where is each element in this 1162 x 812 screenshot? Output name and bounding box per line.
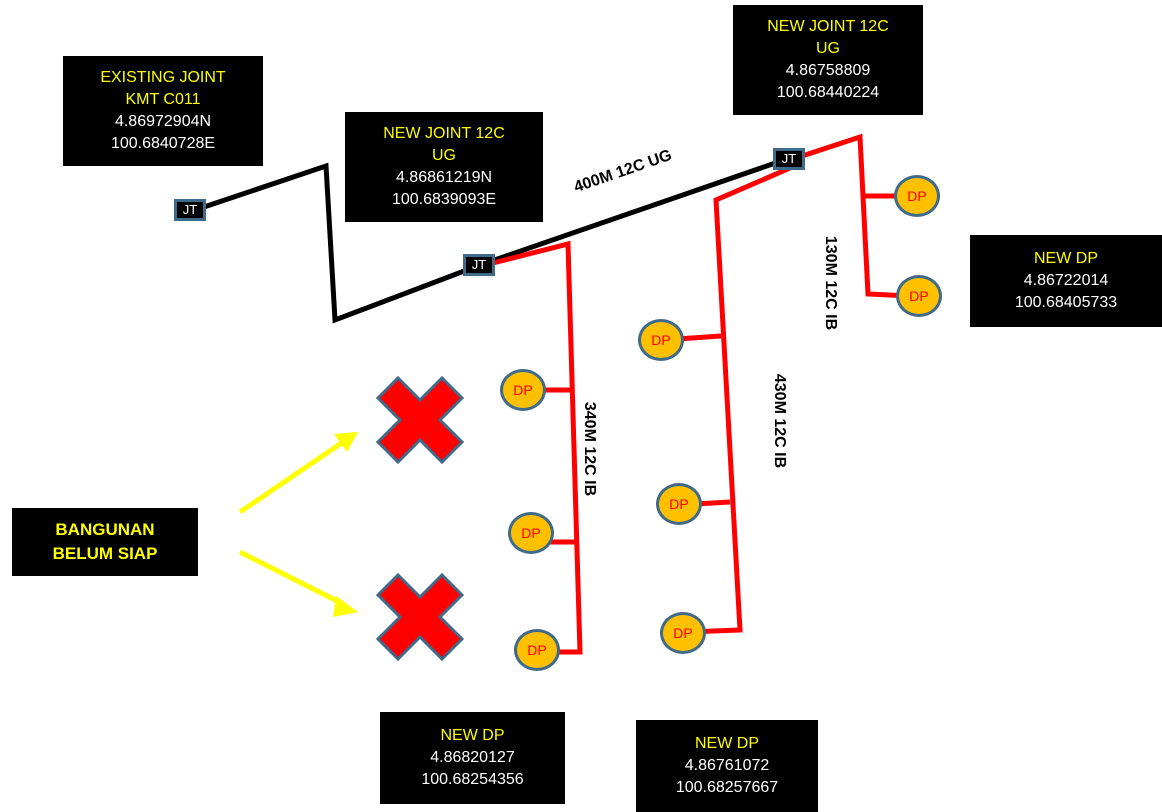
new-dp-bottom-a-title: NEW DP xyxy=(440,727,505,744)
new-dp-right-info: NEW DP 4.86722014 100.68405733 xyxy=(970,235,1162,327)
cable-label-ib-130: 130M 12C IB xyxy=(822,235,840,331)
cross-mark-icon xyxy=(375,375,465,465)
new-joint-a-lat: 4.86861219N xyxy=(395,169,493,186)
cable-label-ib-430: 430M 12C IB xyxy=(771,373,789,469)
new-joint-b-info: NEW JOINT 12C UG 4.86758809 100.68440224 xyxy=(733,5,923,115)
existing-joint-title-1: EXISTING JOINT xyxy=(100,69,226,86)
ug-cable-line xyxy=(194,155,791,324)
dp-node: DP xyxy=(508,512,554,554)
new-joint-b-title-2: UG xyxy=(816,40,840,57)
new-dp-right-lon: 100.68405733 xyxy=(1014,294,1118,311)
dp-node: DP xyxy=(660,612,706,654)
callout-line-1: BANGUNAN xyxy=(55,520,155,539)
new-joint-b-title-1: NEW JOINT 12C xyxy=(767,18,889,35)
new-joint-a-title-1: NEW JOINT 12C xyxy=(383,125,505,142)
bangunan-belum-siap-callout: BANGUNAN BELUM SIAP xyxy=(12,508,198,576)
new-joint-a-title-2: UG xyxy=(432,147,456,164)
new-dp-bottom-b-lat: 4.86761072 xyxy=(684,757,770,774)
new-dp-bottom-a-lon: 100.68254356 xyxy=(421,771,524,788)
arrow-up-shaft xyxy=(238,439,345,515)
new-joint-a-info: NEW JOINT 12C UG 4.86861219N 100.6839093… xyxy=(345,112,543,222)
ib-cable-430-line xyxy=(687,165,791,635)
dp-node: DP xyxy=(500,369,546,411)
dp-node: DP xyxy=(638,319,684,361)
arrow-down-head xyxy=(333,596,358,617)
ib-cable-130-line xyxy=(795,133,913,299)
cross-mark-icon xyxy=(375,572,465,662)
arrow-up-head xyxy=(334,432,358,452)
new-dp-right-lat: 4.86722014 xyxy=(1023,272,1109,289)
new-dp-bottom-a-info: NEW DP 4.86820127 100.68254356 xyxy=(380,712,565,804)
arrow-down-shaft xyxy=(238,549,345,607)
existing-joint-title-2: KMT C011 xyxy=(125,91,201,108)
new-dp-bottom-b-lon: 100.68257667 xyxy=(675,779,779,796)
existing-joint-info: EXISTING JOINT KMT C011 4.86972904N 100.… xyxy=(63,56,263,166)
new-dp-bottom-b-title: NEW DP xyxy=(695,735,759,752)
new-dp-right-title: NEW DP xyxy=(1034,250,1098,267)
new-joint-b-lon: 100.68440224 xyxy=(776,84,880,101)
new-joint-a-lon: 100.6839093E xyxy=(391,191,497,208)
ib-cable-340-line xyxy=(484,240,583,655)
new-dp-bottom-a-lat: 4.86820127 xyxy=(430,749,515,766)
existing-joint-lat: 4.86972904N xyxy=(114,113,212,130)
cable-label-ib-340: 340M 12C IB xyxy=(581,401,599,497)
new-joint-b-lat: 4.86758809 xyxy=(785,62,871,79)
dp-node: DP xyxy=(514,629,560,671)
new-dp-bottom-b-info: NEW DP 4.86761072 100.68257667 xyxy=(636,720,818,812)
joint-marker-new-a: JT xyxy=(463,254,495,276)
dp-node: DP xyxy=(656,483,702,525)
callout-line-2: BELUM SIAP xyxy=(52,544,158,563)
joint-marker-existing: JT xyxy=(174,199,206,221)
joint-marker-new-b: JT xyxy=(773,148,805,170)
dp-node: DP xyxy=(896,275,942,317)
existing-joint-lon: 100.6840728E xyxy=(110,135,216,152)
dp-node: DP xyxy=(894,175,940,217)
